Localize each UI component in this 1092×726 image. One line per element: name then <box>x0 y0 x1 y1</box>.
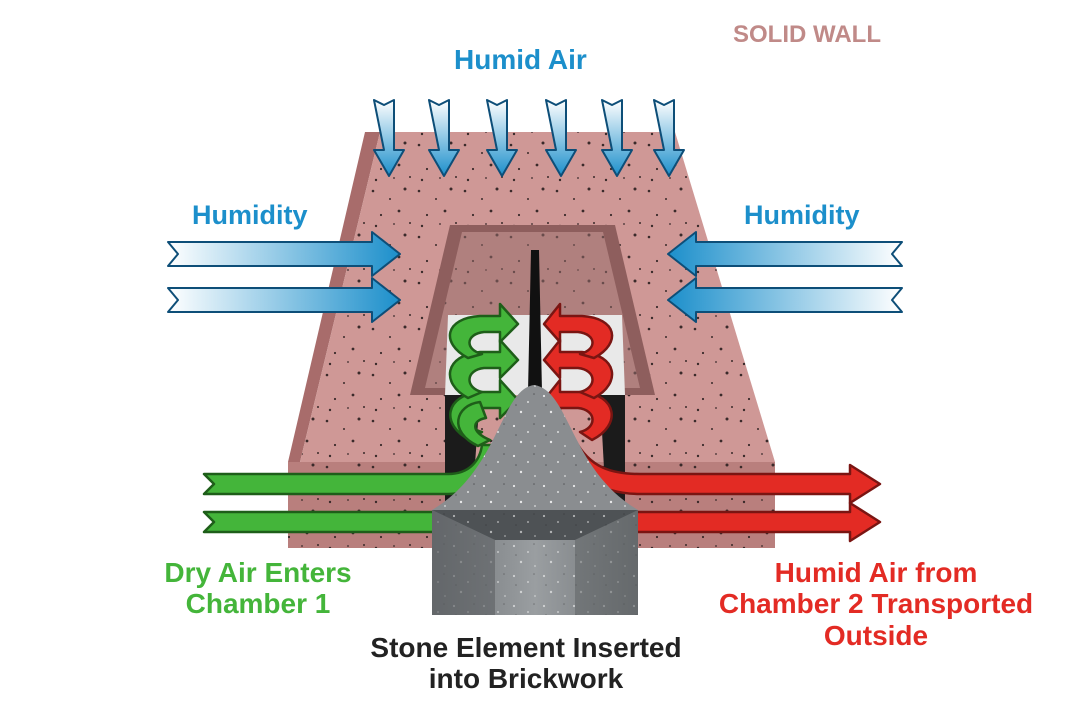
humidity-right-label: Humidity <box>744 200 860 230</box>
right-arrow-icon <box>167 231 401 277</box>
humidity-left-label: Humidity <box>192 200 308 230</box>
green-spiral-4 <box>457 400 492 448</box>
down-arrow-icon <box>373 99 405 177</box>
green-spiral-3 <box>448 302 520 360</box>
green-spiral-2 <box>448 338 520 400</box>
down-arrow-icon <box>545 99 577 177</box>
down-arrow-icon <box>653 99 685 177</box>
humid-out-label: Humid Air from Chamber 2 Transported Out… <box>690 557 1062 651</box>
humidity-arrows-left <box>167 231 401 323</box>
humid-air-arrows-top <box>373 99 685 177</box>
humid-air-top-label: Humid Air <box>454 44 587 75</box>
stone-label-line1: Stone Element Inserted <box>370 632 682 663</box>
dry-air-label-line2: Chamber 1 <box>185 588 331 620</box>
down-arrow-icon <box>428 99 460 177</box>
humid-out-label-line2: Chamber 2 Transported <box>718 588 1034 620</box>
down-arrow-icon <box>486 99 518 177</box>
stone-element <box>432 385 638 615</box>
humidity-arrows-right <box>667 231 903 323</box>
left-arrow-icon <box>667 277 903 323</box>
red-spiral-3 <box>542 302 614 360</box>
humid-out-label-line3: Outside <box>823 619 929 651</box>
stone-label-line2: into Brickwork <box>428 663 624 695</box>
down-arrow-icon <box>601 99 633 177</box>
solid-wall-label: SOLID WALL <box>733 21 881 48</box>
left-arrow-icon <box>667 231 903 277</box>
right-arrow-icon <box>167 277 401 323</box>
dry-air-label-line1: Dry Air Enters <box>164 557 352 588</box>
stone-element-label: Stone Element Inserted into Brickwork <box>330 632 722 695</box>
divider-blade <box>528 250 542 392</box>
red-spiral-2 <box>542 338 614 400</box>
humid-out-label-line1: Humid Air from <box>774 557 978 588</box>
dry-air-label: Dry Air Enters Chamber 1 <box>128 557 388 620</box>
